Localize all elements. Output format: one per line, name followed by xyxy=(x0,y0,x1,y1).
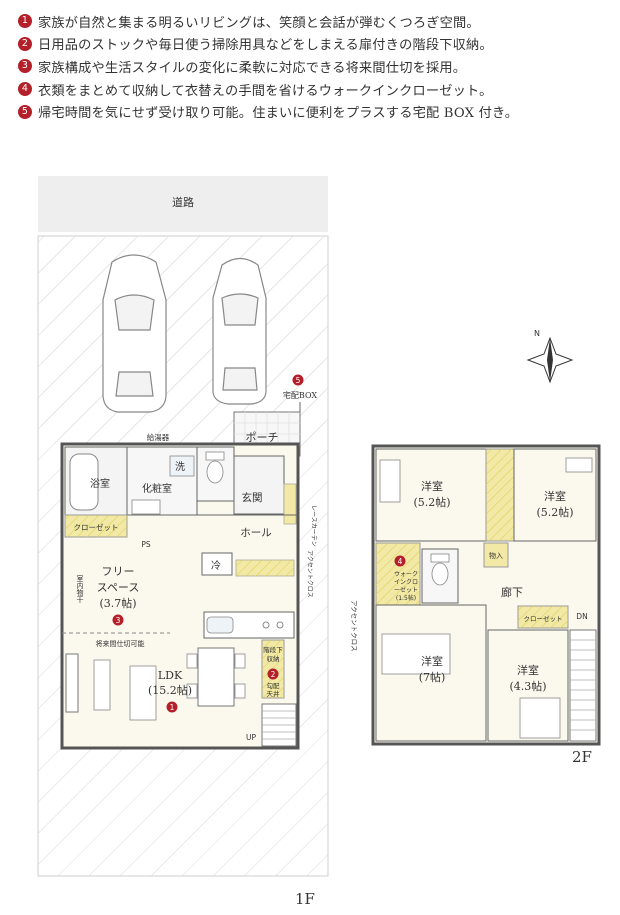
feature-note-text: 衣類をまとめて収納して衣替えの手間を省けるウォークインクローゼット。 xyxy=(38,83,493,99)
sofa xyxy=(93,659,111,711)
compass-icon: N xyxy=(526,329,574,384)
feature-number-badge: 4 xyxy=(18,82,32,97)
free-space-label-2: スペース xyxy=(97,581,140,594)
under-stairs-label-2: 収納 xyxy=(267,654,280,663)
marker-3-badge xyxy=(112,614,124,626)
ldk-label-1: LDK xyxy=(158,669,183,682)
tv-board xyxy=(65,653,79,713)
room-b-label-2: (5.2帖) xyxy=(536,506,573,519)
accent-cloth-1f-label: アクセントクロス xyxy=(306,550,313,598)
feature-note-4: 4 衣類をまとめて収納して衣替えの手間を省けるウォークインクローゼット。 xyxy=(18,78,618,101)
toilet-icon xyxy=(205,451,225,484)
storage-2f xyxy=(483,542,509,568)
feature-number-badge: 2 xyxy=(18,36,32,51)
feature-note-text: 日用品のストックや毎日使う掃除用具などをしまえる扉付きの階段下収納。 xyxy=(38,38,493,54)
lace-curtain-label: レースカーテン xyxy=(310,505,317,547)
feature-note-2: 2 日用品のストックや毎日使う掃除用具などをしまえる扉付きの階段下収納。 xyxy=(18,33,618,56)
feature-number-badge: 3 xyxy=(18,59,32,74)
sloped-ceiling-label-1: 勾配 xyxy=(267,681,281,690)
feature-number-badge: 5 xyxy=(18,104,32,119)
sloped-ceiling-label-2: 天井 xyxy=(267,689,281,698)
feature-note-1: 1 家族が自然と集まる明るいリビングは、笑顔と会話が弾むくつろぎ空間。 xyxy=(18,10,618,33)
delivery-box-label: 宅配BOX xyxy=(283,390,317,400)
road xyxy=(38,176,328,232)
closet-label-2f: クローゼット xyxy=(524,614,563,623)
marker-2-number: 2 xyxy=(271,670,276,679)
indoor-drying-label: 室内物干 xyxy=(76,574,84,604)
wash-label: 洗 xyxy=(175,461,185,473)
bathroom-label: 浴室 xyxy=(90,477,110,490)
feature-note-text: 家族構成や生活スタイルの変化に柔軟に対応できる将来間仕切を採用。 xyxy=(38,60,467,76)
room-c-label-2: (7帖) xyxy=(419,671,446,684)
feature-note-text: 家族が自然と集まる明るいリビングは、笑顔と会話が弾むくつろぎ空間。 xyxy=(38,15,480,31)
marker-2-badge xyxy=(267,668,279,680)
ldk-label-2: (15.2帖) xyxy=(148,684,192,697)
room-c-label-1: 洋室 xyxy=(421,654,443,668)
floor-1f: 道路 5 宅配BOX ポーチ 浴室 給湯器 xyxy=(37,176,329,908)
hall-label: ホール xyxy=(240,527,272,539)
marker-4-badge xyxy=(394,555,406,567)
water-heater-label: 給湯器 xyxy=(147,432,170,442)
partition-label: 将来間仕切可能 xyxy=(96,639,145,648)
wic-label-2: インクロ xyxy=(394,579,418,586)
fridge-space xyxy=(201,552,233,576)
dining-table xyxy=(197,647,235,707)
marker-5-badge xyxy=(292,374,304,386)
feature-number-badge: 1 xyxy=(18,14,32,29)
room-b-label-1: 洋室 xyxy=(544,489,566,503)
toilet-icon xyxy=(430,553,450,586)
down-label: DN xyxy=(576,612,587,621)
porch-label: ポーチ xyxy=(246,431,279,444)
feature-notes: 1 家族が自然と集まる明るいリビングは、笑顔と会話が弾むくつろぎ空間。 2 日用品の… xyxy=(18,10,618,123)
ps-label: PS xyxy=(141,540,151,549)
entrance-label: 玄関 xyxy=(242,491,263,504)
free-space-label-3: (3.7帖) xyxy=(99,597,136,610)
corridor-label: 廊下 xyxy=(501,585,523,599)
car-icon xyxy=(102,254,167,413)
road-label: 道路 xyxy=(172,195,194,209)
wic-label-1: ウォーク xyxy=(394,570,418,578)
floor-2f-label: 2F xyxy=(572,748,592,766)
car-icon xyxy=(212,257,267,405)
room-d-label-1: 洋室 xyxy=(517,663,539,677)
accent-cloth-label: アクセントクロス xyxy=(350,600,358,652)
storage-label: 物入 xyxy=(489,551,503,560)
free-space-label-1: フリー xyxy=(102,565,135,578)
room-d-label-2: (4.3帖) xyxy=(509,680,546,693)
floor-1f-label: 1F xyxy=(295,890,315,908)
stairs-2f xyxy=(569,629,597,742)
wic-label-3: ーゼット xyxy=(394,586,418,594)
fridge-label: 冷 xyxy=(211,559,221,572)
under-stairs-label-1: 階段下 xyxy=(263,645,283,654)
feature-note-3: 3 家族構成や生活スタイルの変化に柔軟に対応できる将来間仕切を採用。 xyxy=(18,55,618,78)
closet-label-1f: クローゼット xyxy=(74,522,119,532)
room-a-label-2: (5.2帖) xyxy=(413,496,450,509)
sofa xyxy=(129,665,157,721)
marker-1-number: 1 xyxy=(170,703,175,712)
wic-label-4: (1.5帖) xyxy=(396,594,416,602)
marker-5-number: 5 xyxy=(296,376,301,385)
dressing-room-label: 化粧室 xyxy=(142,482,172,495)
svg-text:N: N xyxy=(534,329,540,338)
marker-3-number: 3 xyxy=(116,616,121,625)
marker-4-number: 4 xyxy=(398,557,403,566)
feature-note-text: 帰宅時間を気にせず受け取り可能。住まいに便利をプラスする宅配 BOX 付き。 xyxy=(38,106,519,122)
feature-note-5: 5 帰宅時間を気にせず受け取り可能。住まいに便利をプラスする宅配 BOX 付き。 xyxy=(18,100,618,123)
marker-1-badge xyxy=(166,701,178,713)
room-a-label-1: 洋室 xyxy=(421,479,443,493)
up-label: UP xyxy=(246,733,256,742)
floor-2f: N 洋室 (5.2帖) 洋室 (5.2帖) 物入 4 ウォーク インクロ ーゼッ… xyxy=(350,329,601,766)
entrance xyxy=(233,455,285,515)
